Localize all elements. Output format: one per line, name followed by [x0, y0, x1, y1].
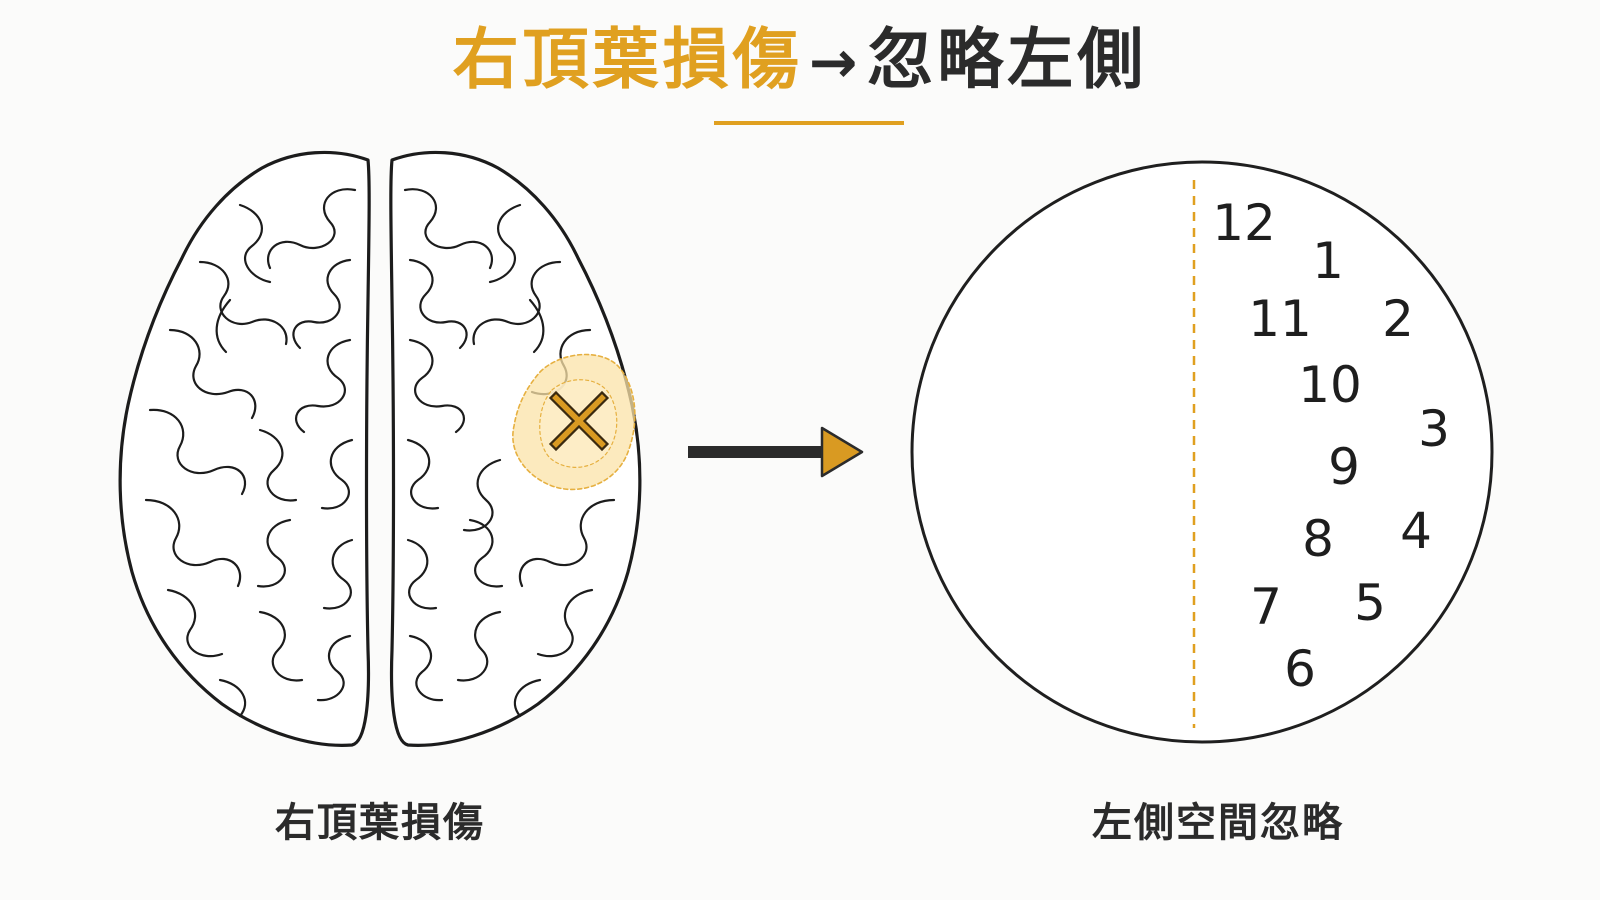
- clock-number-5: 5: [1354, 574, 1386, 632]
- clock-number-9: 9: [1328, 438, 1360, 496]
- clock-number-12: 12: [1212, 194, 1276, 252]
- clock-number-11: 11: [1248, 290, 1312, 348]
- left-gyri: [144, 188, 357, 718]
- clock-number-3: 3: [1418, 400, 1450, 458]
- clock-number-6: 6: [1284, 640, 1316, 698]
- right-arrow-icon: [688, 426, 864, 478]
- left-hemisphere: [118, 150, 371, 747]
- caption-lesion: 右頂葉損傷: [275, 800, 485, 846]
- title-lesion-text: 右頂葉損傷: [452, 21, 803, 98]
- x-mark-icon: [548, 390, 610, 452]
- title-result-text: 忽略左側: [867, 21, 1148, 98]
- clock-number-7: 7: [1250, 578, 1282, 636]
- title-arrow: →: [808, 28, 862, 96]
- clock-face: [910, 160, 1494, 744]
- clock-number-4: 4: [1400, 502, 1432, 560]
- caption-neglect: 左側空間忽略: [1092, 800, 1344, 846]
- page-title: 右頂葉損傷→忽略左側: [0, 18, 1600, 104]
- clock-number-10: 10: [1298, 356, 1362, 414]
- clock-number-2: 2: [1382, 290, 1414, 348]
- clock-number-8: 8: [1302, 510, 1334, 568]
- clock-number-1: 1: [1312, 232, 1344, 290]
- title-underline: [714, 121, 904, 125]
- brain-illustration: [118, 150, 642, 747]
